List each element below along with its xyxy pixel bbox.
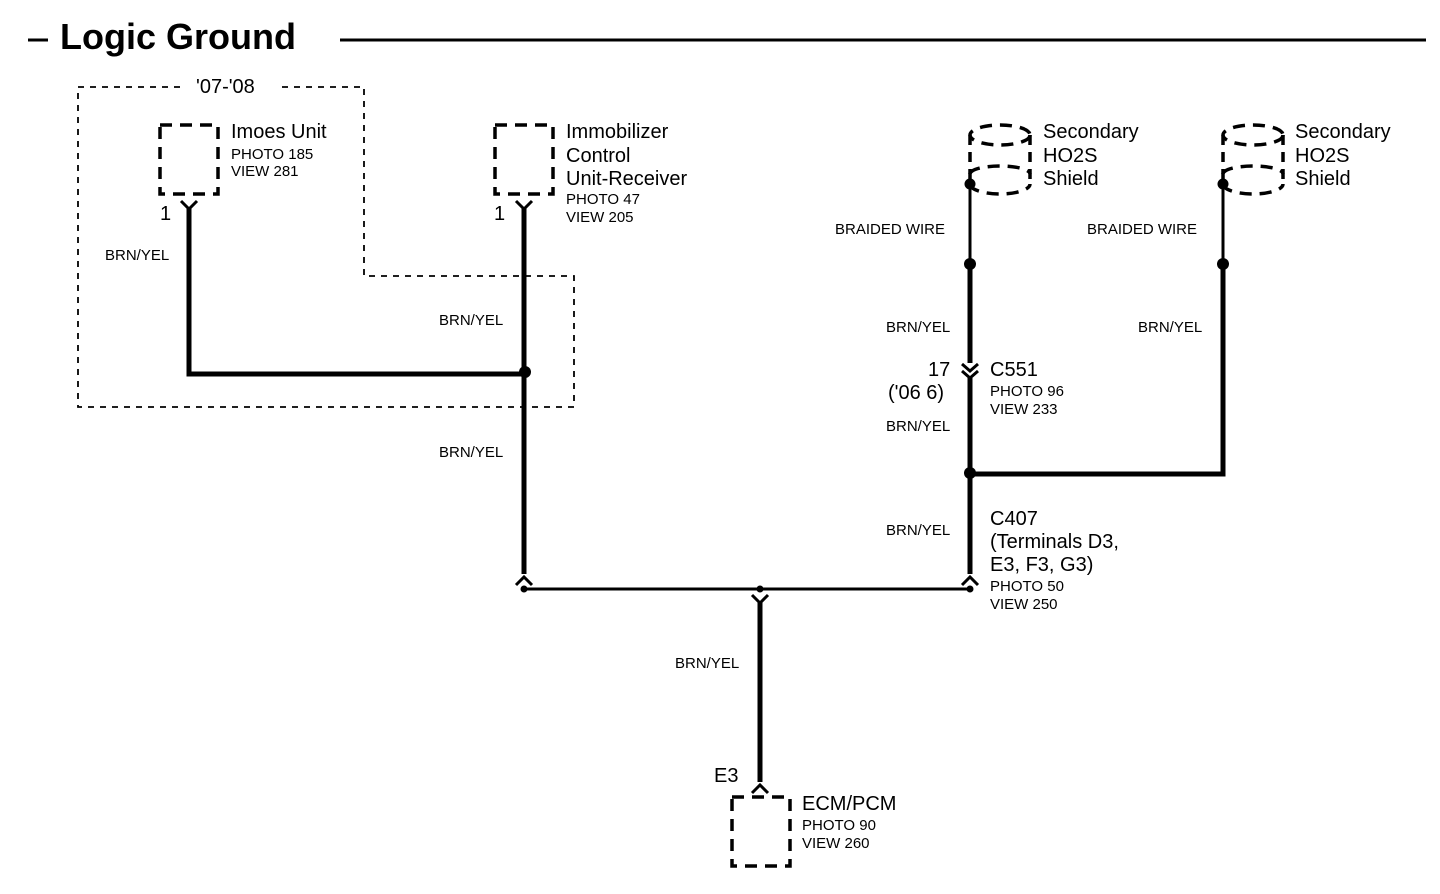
c551-view: VIEW 233 — [990, 401, 1058, 418]
ground-bus-junction — [756, 585, 764, 593]
c407-terminal — [960, 574, 980, 587]
ho2s-right-name-line3: Shield — [1295, 168, 1351, 190]
ho2s-right-name-line1: Secondary — [1295, 121, 1391, 143]
c407-name-line2: (Terminals D3, — [990, 531, 1119, 553]
ho2s-wire-label-lower: BRN/YEL — [886, 522, 950, 539]
ecm-box — [730, 795, 792, 868]
c551-photo: PHOTO 96 — [990, 383, 1064, 400]
ho2s-right-wire — [970, 264, 1226, 477]
ecm-pin: E3 — [714, 765, 738, 787]
immobilizer-name-line1: Immobilizer — [566, 121, 669, 143]
c551-pin-alt: ('06 6) — [888, 382, 944, 404]
immobilizer-name-line3: Unit-Receiver — [566, 168, 687, 190]
ho2s-right-shield-icon — [1221, 123, 1285, 196]
ho2s-left-wire-label-middle: BRN/YEL — [886, 418, 950, 435]
splice-dot-immobilizer — [519, 366, 531, 378]
ho2s-left-wire-label-upper: BRN/YEL — [886, 319, 950, 336]
ho2s-right-braided-label: BRAIDED WIRE — [1087, 221, 1197, 238]
ho2s-right-name-line2: HO2S — [1295, 145, 1349, 167]
ground-bus-end-right — [966, 585, 974, 593]
ho2s-right-wire-label: BRN/YEL — [1138, 319, 1202, 336]
imoes-wire — [186, 208, 525, 377]
ho2s-left-name-line2: HO2S — [1043, 145, 1097, 167]
imoes-unit-photo: PHOTO 185 — [231, 146, 313, 163]
c407-name-line3: E3, F3, G3) — [990, 554, 1093, 576]
imoes-unit-view: VIEW 281 — [231, 163, 299, 180]
immobilizer-ground-terminal — [514, 574, 534, 587]
imoes-unit-pin: 1 — [160, 203, 171, 225]
imoes-unit-box — [158, 123, 220, 196]
c551-connector-icon — [961, 362, 979, 380]
model-year-region — [77, 86, 575, 408]
immobilizer-view: VIEW 205 — [566, 209, 634, 226]
ecm-name: ECM/PCM — [802, 793, 896, 815]
c407-name-line1: C407 — [990, 508, 1038, 530]
ecm-wire-label: BRN/YEL — [675, 655, 739, 672]
immobilizer-unit-box — [493, 123, 555, 196]
c551-name: C551 — [990, 359, 1038, 381]
c551-pin: 17 — [928, 359, 950, 381]
immobilizer-wire-label-lower: BRN/YEL — [439, 444, 503, 461]
immobilizer-pin: 1 — [494, 203, 505, 225]
immobilizer-wire-label-upper: BRN/YEL — [439, 312, 503, 329]
immobilizer-photo: PHOTO 47 — [566, 191, 640, 208]
c407-photo: PHOTO 50 — [990, 578, 1064, 595]
ground-bus-end-left — [520, 585, 528, 593]
ho2s-left-name-line3: Shield — [1043, 168, 1099, 190]
ho2s-left-name-line1: Secondary — [1043, 121, 1139, 143]
ecm-photo: PHOTO 90 — [802, 817, 876, 834]
c407-view: VIEW 250 — [990, 596, 1058, 613]
immobilizer-name-line2: Control — [566, 145, 630, 167]
immobilizer-terminal — [514, 199, 534, 212]
ecm-view: VIEW 260 — [802, 835, 870, 852]
ho2s-left-braided-label: BRAIDED WIRE — [835, 221, 945, 238]
imoes-unit-terminal — [179, 199, 199, 212]
ho2s-left-shield-icon — [968, 123, 1032, 196]
imoes-wire-label: BRN/YEL — [105, 247, 169, 264]
imoes-unit-name: Imoes Unit — [231, 121, 327, 143]
region-label-bg — [185, 74, 280, 100]
ecm-terminal — [750, 782, 770, 795]
region-label: '07-'08 — [196, 76, 255, 98]
diagram-title: Logic Ground — [60, 16, 296, 57]
